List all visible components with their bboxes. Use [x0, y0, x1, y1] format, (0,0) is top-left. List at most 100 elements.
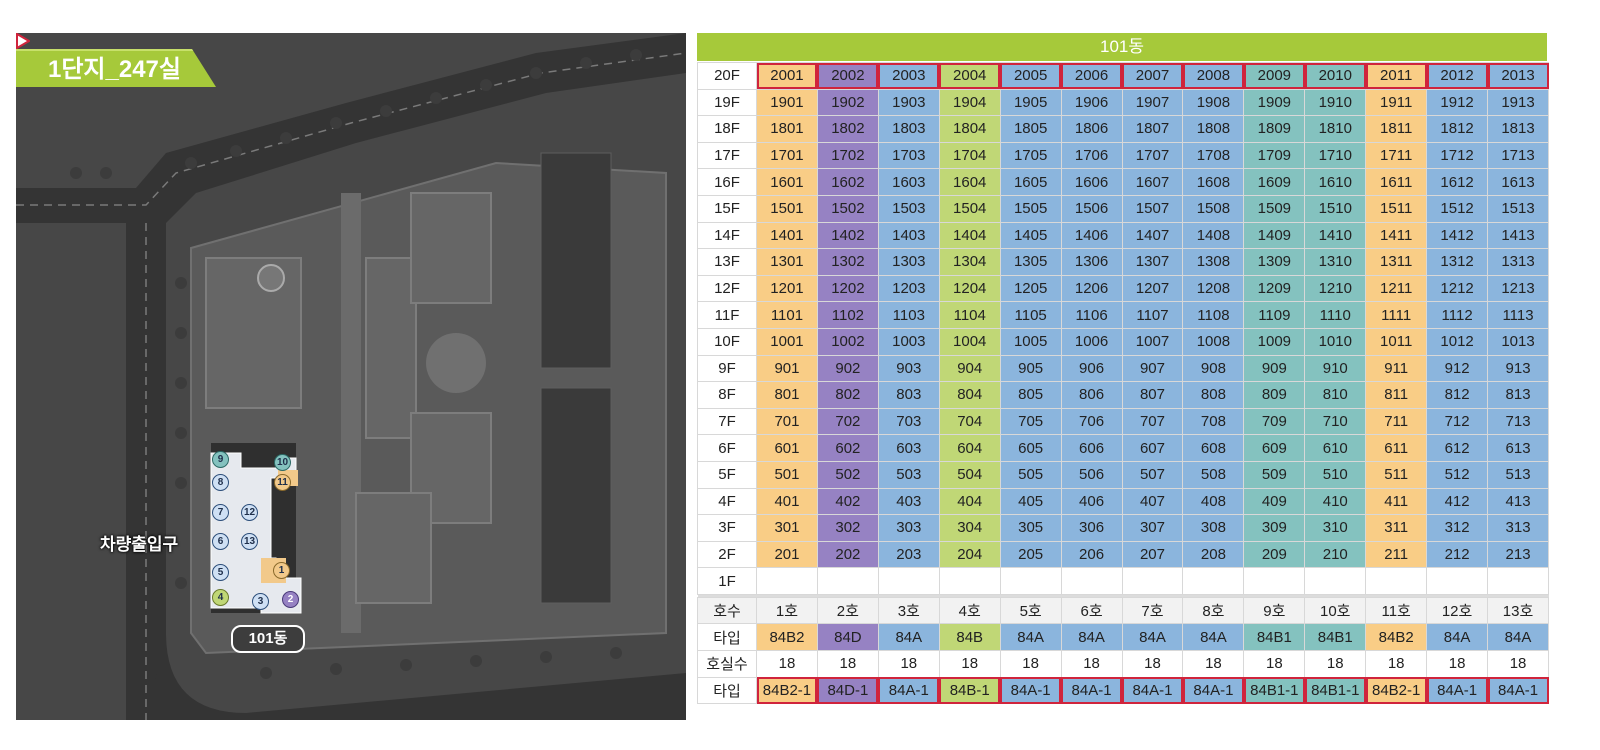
unit-type-cell: 84B1: [1304, 623, 1367, 652]
unit-cell: 2005: [999, 62, 1062, 90]
unit-cell: 1804: [938, 115, 1001, 143]
unit-cell: 208: [1182, 540, 1245, 569]
floor-label: 10F: [697, 327, 757, 356]
unit-cell: 1708: [1182, 141, 1245, 170]
unit-count-cell: 18: [1121, 650, 1184, 678]
unit-cell: 513: [1487, 460, 1549, 489]
floor-label: 18F: [697, 115, 757, 143]
unit-cell: 813: [1487, 381, 1549, 409]
unit-count-cell: 18: [1182, 650, 1245, 678]
unit-subtype-label: 타입: [697, 676, 757, 705]
unit-subtype-cell: 84A-1: [1121, 676, 1184, 705]
unit-cell: 213: [1487, 540, 1549, 569]
unit-cell: 607: [1121, 434, 1184, 462]
unit-cell: 1601: [756, 168, 818, 196]
unit-cell: 1306: [1060, 248, 1123, 276]
unit-cell: 303: [877, 514, 940, 542]
unit-cell: 1702: [816, 141, 879, 170]
unit-cell: 1305: [999, 248, 1062, 276]
unit-cell: 2008: [1182, 62, 1245, 90]
unit-subtype-cell: 84B-1: [938, 676, 1001, 705]
entrance-arrow-icon: [16, 33, 30, 49]
unit-cell: 207: [1121, 540, 1184, 569]
unit-count-cell: 18: [1487, 650, 1549, 678]
unit-cell: 1507: [1121, 194, 1184, 223]
unit-cell: 907: [1121, 354, 1184, 383]
unit-cell: 1611: [1365, 168, 1428, 196]
unit-marker-6: 6: [212, 533, 229, 550]
unit-cell: 1005: [999, 327, 1062, 356]
unit-cell: 705: [999, 407, 1062, 436]
table-title: 101동: [697, 33, 1547, 62]
unit-cell: 1313: [1487, 248, 1549, 276]
unit-count-cell: 18: [999, 650, 1062, 678]
unit-cell: 1412: [1426, 221, 1489, 250]
unit-type-label: 타입: [697, 623, 757, 652]
unit-cell: 405: [999, 487, 1062, 516]
unit-cell: 1705: [999, 141, 1062, 170]
floor-label: 19F: [697, 88, 757, 117]
unit-count-cell: 18: [1304, 650, 1367, 678]
unit-cell: 1102: [816, 301, 879, 329]
unit-number-cell: 13호: [1487, 596, 1549, 625]
unit-cell: 605: [999, 434, 1062, 462]
unit-subtype-cell: 84A-1: [999, 676, 1062, 705]
unit-cell: 1209: [1243, 274, 1306, 303]
unit-count-cell: 18: [938, 650, 1001, 678]
unit-cell: 204: [938, 540, 1001, 569]
unit-cell: 911: [1365, 354, 1428, 383]
unit-cell: 501: [756, 460, 818, 489]
unit-cell: 812: [1426, 381, 1489, 409]
unit-cell: [1487, 567, 1549, 595]
unit-cell: 1207: [1121, 274, 1184, 303]
unit-cell: 1710: [1304, 141, 1367, 170]
floor-label: 7F: [697, 407, 757, 436]
unit-cell: 402: [816, 487, 879, 516]
unit-cell: 609: [1243, 434, 1306, 462]
unit-cell: 1808: [1182, 115, 1245, 143]
unit-cell: 1605: [999, 168, 1062, 196]
unit-cell: 409: [1243, 487, 1306, 516]
unit-cell: 1013: [1487, 327, 1549, 356]
unit-cell: 1902: [816, 88, 879, 117]
unit-cell: 1205: [999, 274, 1062, 303]
unit-cell: 1713: [1487, 141, 1549, 170]
unit-cell: 1006: [1060, 327, 1123, 356]
unit-cell: 1404: [938, 221, 1001, 250]
unit-subtype-cell: 84A-1: [1426, 676, 1489, 705]
unit-cell: 1509: [1243, 194, 1306, 223]
unit-cell: 1906: [1060, 88, 1123, 117]
unit-cell: 706: [1060, 407, 1123, 436]
unit-cell: 1811: [1365, 115, 1428, 143]
unit-count-cell: 18: [1060, 650, 1123, 678]
unit-cell: 1408: [1182, 221, 1245, 250]
unit-cell: 1908: [1182, 88, 1245, 117]
unit-cell: 1103: [877, 301, 940, 329]
unit-cell: 1606: [1060, 168, 1123, 196]
unit-cell: 301: [756, 514, 818, 542]
unit-cell: 403: [877, 487, 940, 516]
unit-number-cell: 8호: [1182, 596, 1245, 625]
unit-subtype-cell: 84B1-1: [1243, 676, 1306, 705]
unit-cell: 810: [1304, 381, 1367, 409]
floor-label: 12F: [697, 274, 757, 303]
unit-cell: 1105: [999, 301, 1062, 329]
unit-cell: 1312: [1426, 248, 1489, 276]
unit-cell: 1002: [816, 327, 879, 356]
floor-label: 20F: [697, 62, 757, 90]
unit-cell: 1401: [756, 221, 818, 250]
unit-number-cell: 4호: [938, 596, 1001, 625]
unit-type-cell: 84B2: [756, 623, 818, 652]
unit-cell: 503: [877, 460, 940, 489]
unit-cell: [816, 567, 879, 595]
unit-cell: 2007: [1121, 62, 1184, 90]
unit-cell: 610: [1304, 434, 1367, 462]
unit-subtype-cell: 84A-1: [1487, 676, 1549, 705]
unit-marker-11: 11: [274, 474, 291, 491]
unit-cell: 2012: [1426, 62, 1489, 90]
unit-type-cell: 84B2: [1365, 623, 1428, 652]
unit-cell: 504: [938, 460, 1001, 489]
